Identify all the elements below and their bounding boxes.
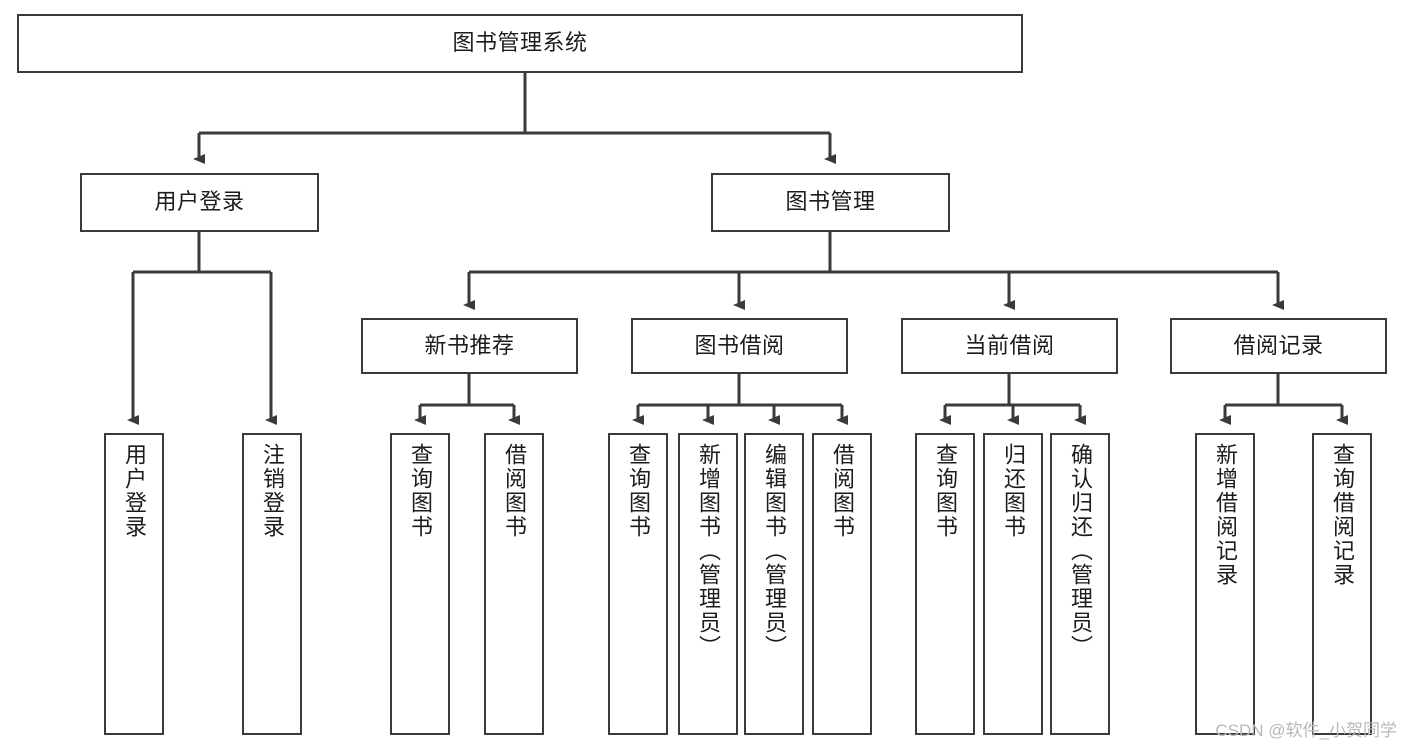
node-leaf-query-book-2[interactable]: 查询图书 xyxy=(608,433,668,735)
node-leaf-query-record[interactable]: 查询借阅记录 xyxy=(1312,433,1372,735)
node-leaf-return-book[interactable]: 归还图书 xyxy=(983,433,1043,735)
node-book-manage[interactable]: 图书管理 xyxy=(711,173,950,232)
node-book-borrow-label: 图书借阅 xyxy=(694,332,785,358)
node-leaf-return-book-label: 归还图书 xyxy=(1001,443,1026,539)
node-leaf-borrow-book-1[interactable]: 借阅图书 xyxy=(484,433,544,735)
node-leaf-borrow-book-1-label: 借阅图书 xyxy=(502,443,527,539)
node-root-label: 图书管理系统 xyxy=(452,30,588,56)
node-leaf-add-record[interactable]: 新增借阅记录 xyxy=(1195,433,1255,735)
node-leaf-query-book-2-label: 查询图书 xyxy=(626,443,651,539)
node-leaf-logout-login[interactable]: 注销登录 xyxy=(242,433,302,735)
node-leaf-add-book-label: 新增图书（管理员） xyxy=(696,443,721,659)
node-borrow-record[interactable]: 借阅记录 xyxy=(1170,318,1387,374)
node-leaf-borrow-book-2[interactable]: 借阅图书 xyxy=(812,433,872,735)
csdn-watermark: CSDN @软件_小贺同学 xyxy=(1215,721,1397,740)
node-book-borrow[interactable]: 图书借阅 xyxy=(631,318,848,374)
node-root[interactable]: 图书管理系统 xyxy=(17,14,1023,73)
node-leaf-confirm-return-label: 确认归还（管理员） xyxy=(1068,443,1093,659)
node-leaf-query-book-1-label: 查询图书 xyxy=(408,443,433,539)
node-leaf-query-book-3[interactable]: 查询图书 xyxy=(915,433,975,735)
node-leaf-add-record-label: 新增借阅记录 xyxy=(1213,443,1238,587)
node-new-book-recommend-label: 新书推荐 xyxy=(424,332,515,358)
node-leaf-confirm-return[interactable]: 确认归还（管理员） xyxy=(1050,433,1110,735)
node-leaf-user-login[interactable]: 用户登录 xyxy=(104,433,164,735)
node-new-book-recommend[interactable]: 新书推荐 xyxy=(361,318,578,374)
node-current-borrow-label: 当前借阅 xyxy=(964,332,1055,358)
node-leaf-borrow-book-2-label: 借阅图书 xyxy=(830,443,855,539)
node-current-borrow[interactable]: 当前借阅 xyxy=(901,318,1118,374)
node-leaf-edit-book-label: 编辑图书（管理员） xyxy=(762,443,787,659)
node-leaf-query-book-1[interactable]: 查询图书 xyxy=(390,433,450,735)
node-book-manage-label: 图书管理 xyxy=(785,189,876,215)
node-leaf-logout-login-label: 注销登录 xyxy=(260,443,285,539)
node-leaf-query-record-label: 查询借阅记录 xyxy=(1330,443,1355,587)
node-leaf-query-book-3-label: 查询图书 xyxy=(933,443,958,539)
node-leaf-edit-book[interactable]: 编辑图书（管理员） xyxy=(744,433,804,735)
node-user-login-label: 用户登录 xyxy=(154,189,245,215)
node-leaf-add-book[interactable]: 新增图书（管理员） xyxy=(678,433,738,735)
node-user-login[interactable]: 用户登录 xyxy=(80,173,319,232)
node-borrow-record-label: 借阅记录 xyxy=(1233,332,1324,358)
node-leaf-user-login-label: 用户登录 xyxy=(122,443,147,539)
